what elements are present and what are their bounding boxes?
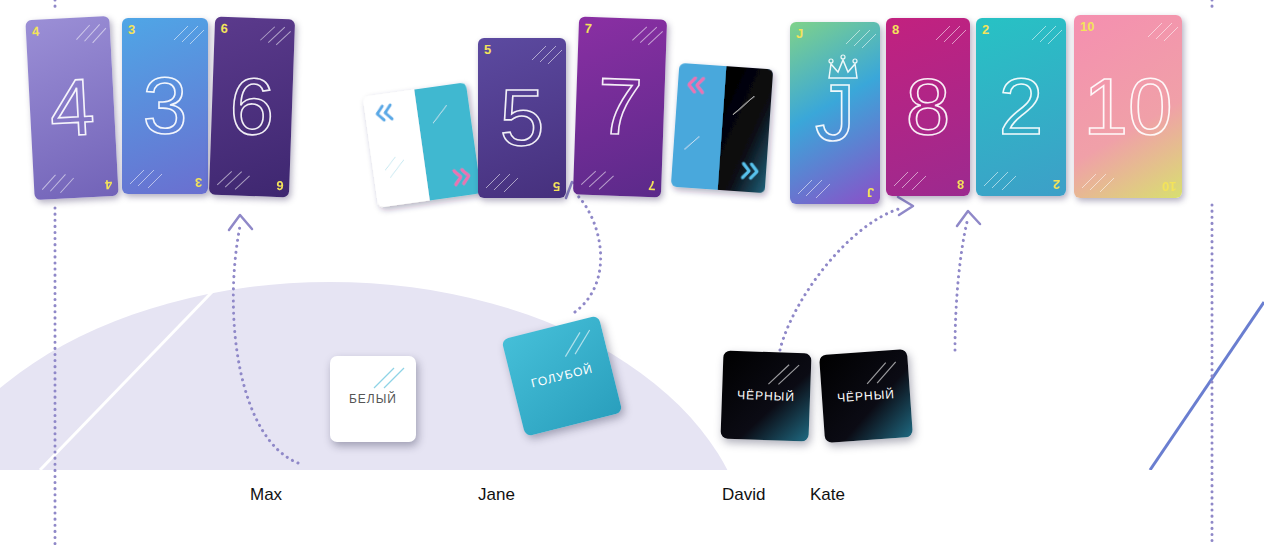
color-token: БЕЛЫЙ	[330, 356, 416, 442]
decor-line	[1150, 302, 1264, 470]
corner-index: 5	[484, 43, 491, 56]
token-stripes	[764, 358, 805, 389]
corner-index: 2	[1053, 178, 1060, 191]
color-word: ЧЁРНЫЙ	[837, 387, 896, 405]
token-stripes	[555, 323, 601, 362]
player-name: David	[722, 485, 765, 505]
number-card: 5 5 5	[478, 38, 566, 198]
corner-index: 8	[892, 23, 899, 36]
color-token: ЧЁРНЫЙ	[819, 349, 913, 443]
card-numeral: 5	[500, 78, 545, 158]
color-token: ГОЛУБОЙ	[501, 315, 622, 436]
card-numeral: 8	[906, 67, 951, 147]
corner-index: 10	[1080, 20, 1094, 33]
dotted-arrow	[955, 222, 967, 350]
corner-index: 4	[32, 25, 40, 38]
arrow-head	[229, 215, 252, 230]
player-name: Kate	[810, 485, 845, 505]
corner-index: J	[867, 186, 874, 199]
number-card: 7 7 7	[573, 17, 667, 198]
color-word: ГОЛУБОЙ	[530, 362, 595, 391]
numeral-area: 4	[25, 16, 118, 200]
numeral-area: 6	[209, 17, 295, 198]
card-numeral: 6	[228, 66, 275, 148]
number-card: 4 4 4	[25, 16, 118, 200]
card-numeral: 4	[48, 67, 97, 149]
numeral-area: J	[790, 22, 880, 204]
reverse-card-blue-black	[671, 63, 773, 193]
card-numeral: 2	[999, 67, 1044, 147]
card-numeral: J	[815, 73, 855, 153]
number-card: J J J	[790, 22, 880, 204]
corner-index: 3	[195, 176, 202, 189]
number-card: 10 10 10	[1074, 15, 1182, 198]
numeral-area: 2	[976, 18, 1066, 196]
reverse-card-white-blue	[363, 82, 482, 207]
corner-index: 5	[553, 180, 560, 193]
numeral-area: 7	[573, 17, 667, 198]
corner-index: 10	[1162, 180, 1176, 193]
card-numeral: 3	[143, 66, 188, 146]
corner-index: 2	[982, 23, 989, 36]
numeral-area: 3	[122, 18, 208, 194]
card-numeral: 10	[1084, 67, 1173, 147]
numeral-area: 10	[1074, 15, 1182, 198]
numeral-area: 8	[886, 18, 970, 196]
dotted-arrow	[780, 208, 902, 350]
corner-index: 6	[276, 179, 284, 192]
arrow-head	[957, 211, 980, 226]
dotted-arrow	[233, 226, 298, 463]
corner-index: 7	[585, 22, 593, 35]
decor-line	[40, 292, 212, 470]
color-token: ЧЁРНЫЙ	[720, 350, 811, 441]
corner-index: J	[796, 27, 803, 40]
dotted-edge-line	[1211, 205, 1214, 545]
color-word: ЧЁРНЫЙ	[737, 388, 795, 404]
number-card: 2 2 2	[976, 18, 1066, 196]
number-card: 3 3 3	[122, 18, 208, 194]
player-name: Jane	[478, 485, 515, 505]
color-word: БЕЛЫЙ	[349, 392, 397, 406]
number-card: 8 8 8	[886, 18, 970, 196]
dotted-edge-line	[1211, 0, 1214, 12]
dotted-edge-line	[54, 0, 57, 12]
dotted-arrow	[575, 196, 601, 312]
corner-index: 7	[648, 179, 656, 192]
arrow-head	[898, 197, 913, 215]
corner-index: 8	[957, 178, 964, 191]
player-name: Max	[250, 485, 282, 505]
token-stripes	[861, 355, 903, 388]
corner-index: 6	[220, 22, 228, 35]
number-card: 6 6 6	[209, 17, 295, 198]
corner-index: 3	[128, 23, 135, 36]
numeral-area: 5	[478, 38, 566, 198]
card-numeral: 7	[596, 66, 643, 148]
corner-index: 4	[104, 178, 112, 191]
dotted-edge-line	[54, 208, 57, 545]
table-area	[0, 282, 750, 470]
token-stripes	[370, 362, 410, 392]
